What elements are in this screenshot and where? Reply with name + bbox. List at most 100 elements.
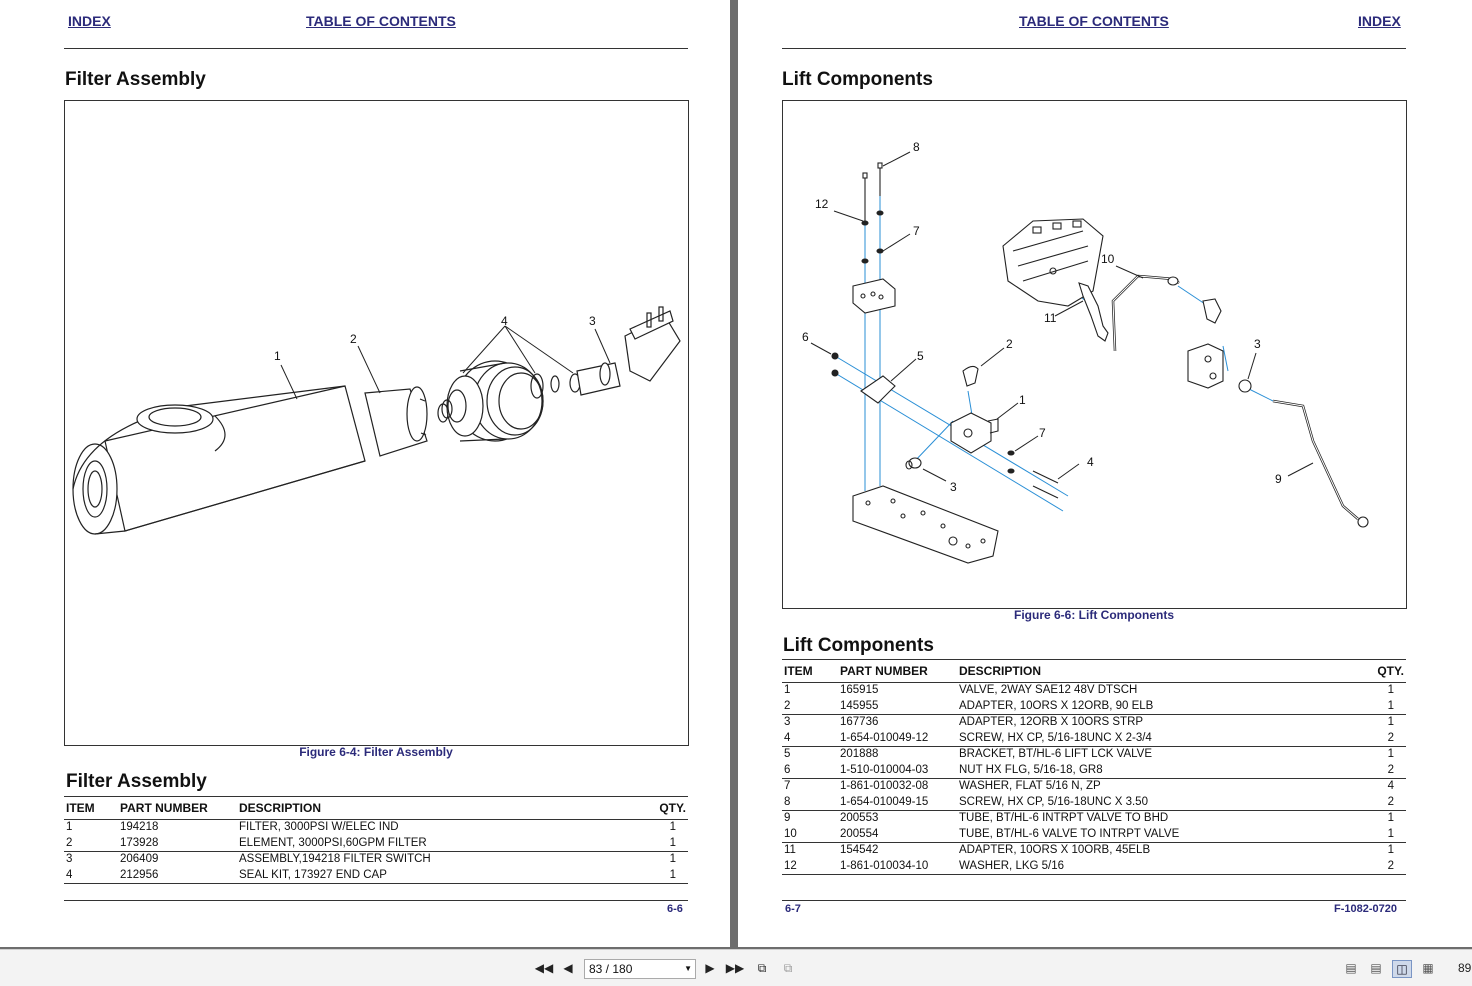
callout-2: 2: [1006, 337, 1013, 351]
continuous-facing-view-icon[interactable]: ▦: [1422, 961, 1434, 975]
cell-part-number: 194218: [120, 821, 159, 834]
callout-3-lower: 3: [950, 480, 957, 494]
table-of-contents-link[interactable]: TABLE OF CONTENTS: [1019, 13, 1169, 29]
cell-part-number: 173928: [120, 836, 159, 849]
index-link[interactable]: INDEX: [68, 13, 111, 29]
cell-item: 4: [66, 868, 73, 881]
zoom-level[interactable]: 89: [1458, 961, 1472, 975]
cell-qty: 2: [1387, 763, 1394, 776]
page-number: 6-7: [785, 903, 801, 915]
cell-part-number: 1-861-010034-10: [840, 859, 929, 872]
cell-part-number: 154542: [840, 844, 879, 857]
table-header-row: ITEM PART NUMBER DESCRIPTION QTY.: [782, 659, 1406, 683]
cell-item: 3: [784, 716, 791, 729]
cell-description: ADAPTER, 10ORS X 12ORB, 90 ELB: [959, 699, 1154, 712]
callout-6: 6: [802, 330, 809, 344]
cell-qty: 4: [1387, 780, 1394, 793]
footer-divider: [64, 900, 688, 901]
page-number-input[interactable]: 83 / 180 ▼: [584, 959, 696, 979]
section-title: Filter Assembly: [65, 69, 206, 90]
cell-part-number: 1-654-010049-12: [840, 731, 929, 744]
header-divider: [782, 48, 1406, 49]
last-page-icon[interactable]: ▶▶: [725, 961, 745, 975]
figure-caption: Figure 6-6: Lift Components: [1014, 608, 1174, 622]
cell-qty: 1: [1387, 716, 1394, 729]
callout-9: 9: [1275, 472, 1282, 486]
table-title: Lift Components: [783, 635, 934, 656]
callout-12: 12: [815, 197, 829, 211]
table-row: 1 194218 FILTER, 3000PSI W/ELEC IND 1: [64, 820, 688, 836]
cell-description: BRACKET, BT/HL-6 LIFT LCK VALVE: [959, 748, 1153, 761]
col-header-qty: QTY.: [1377, 664, 1404, 678]
table-row: 9 200553 TUBE, BT/HL-6 INTRPT VALVE TO BHD…: [782, 811, 1406, 827]
cell-description: SCREW, HX CP, 5/16-18UNC X 3.50: [959, 795, 1148, 808]
cell-description: VALVE, 2WAY SAE12 48V DTSCH: [959, 684, 1138, 697]
table-of-contents-link[interactable]: TABLE OF CONTENTS: [306, 13, 456, 29]
back-view-icon[interactable]: ⧉: [757, 961, 767, 975]
callout-8: 8: [913, 140, 920, 154]
cell-description: FILTER, 3000PSI W/ELEC IND: [239, 821, 399, 834]
col-header-item: ITEM: [784, 664, 813, 678]
callout-4: 4: [1087, 455, 1094, 469]
callout-3-right: 3: [1254, 337, 1261, 351]
cell-part-number: 145955: [840, 699, 879, 712]
cell-part-number: 200554: [840, 827, 879, 840]
col-header-description: DESCRIPTION: [239, 801, 322, 815]
filter-assembly-drawing: 1 2 3 4: [72, 306, 681, 535]
cell-description: ADAPTER, 10ORS X 10ORB, 45ELB: [959, 844, 1151, 857]
cell-part-number: 167736: [840, 716, 879, 729]
cell-part-number: 201888: [840, 748, 879, 761]
cell-item: 2: [66, 836, 73, 849]
cell-part-number: 1-861-010032-08: [840, 780, 929, 793]
cell-item: 8: [784, 795, 791, 808]
left-page: INDEX TABLE OF CONTENTS Filter Assembly: [0, 0, 730, 947]
cell-description: WASHER, FLAT 5/16 N, ZP: [959, 780, 1101, 793]
cell-qty: 1: [669, 868, 676, 881]
cell-part-number: 206409: [120, 853, 159, 866]
next-page-icon[interactable]: ▶: [705, 961, 715, 975]
cell-description: WASHER, LKG 5/16: [959, 859, 1065, 872]
cell-item: 12: [784, 859, 797, 872]
cell-item: 5: [784, 748, 791, 761]
facing-pages-view-icon[interactable]: ◫: [1392, 960, 1412, 978]
cell-part-number: 200553: [840, 812, 879, 825]
viewer-toolbar: ◀◀ ◀ 83 / 180 ▼ ▶ ▶▶ ⧉ ⧉ ▤ ▤ ◫ ▦ 89: [0, 949, 1472, 986]
cell-part-number: 1-654-010049-15: [840, 795, 929, 808]
cell-description: ASSEMBLY,194218 FILTER SWITCH: [239, 853, 431, 866]
cell-description: SCREW, HX CP, 5/16-18UNC X 2-3/4: [959, 731, 1152, 744]
chevron-down-icon[interactable]: ▼: [684, 964, 692, 973]
cell-item: 9: [784, 812, 791, 825]
callout-1: 1: [274, 349, 281, 363]
col-header-item: ITEM: [66, 801, 95, 815]
col-header-part-number: PART NUMBER: [840, 664, 928, 678]
figure-caption: Figure 6-4: Filter Assembly: [299, 745, 453, 759]
callout-4: 4: [501, 314, 508, 328]
header-divider: [64, 48, 688, 49]
cell-qty: 1: [1387, 827, 1394, 840]
callout-7-lower: 7: [1039, 426, 1046, 440]
cell-qty: 1: [669, 821, 676, 834]
previous-page-icon[interactable]: ◀: [563, 961, 573, 975]
forward-view-icon[interactable]: ⧉: [783, 961, 793, 975]
cell-description: NUT HX FLG, 5/16-18, GR8: [959, 763, 1103, 776]
continuous-view-icon[interactable]: ▤: [1370, 961, 1382, 975]
cell-qty: 2: [1387, 731, 1394, 744]
cell-description: TUBE, BT/HL-6 INTRPT VALVE TO BHD: [959, 812, 1169, 825]
filter-assembly-figure: 1 2 3 4: [64, 100, 689, 746]
index-link[interactable]: INDEX: [1358, 13, 1401, 29]
footer-divider: [782, 900, 1406, 901]
cell-part-number: 212956: [120, 868, 159, 881]
single-page-view-icon[interactable]: ▤: [1345, 961, 1357, 975]
cell-qty: 2: [1387, 859, 1394, 872]
first-page-icon[interactable]: ◀◀: [534, 961, 554, 975]
cell-item: 1: [784, 684, 791, 697]
cell-item: 1: [66, 821, 73, 834]
